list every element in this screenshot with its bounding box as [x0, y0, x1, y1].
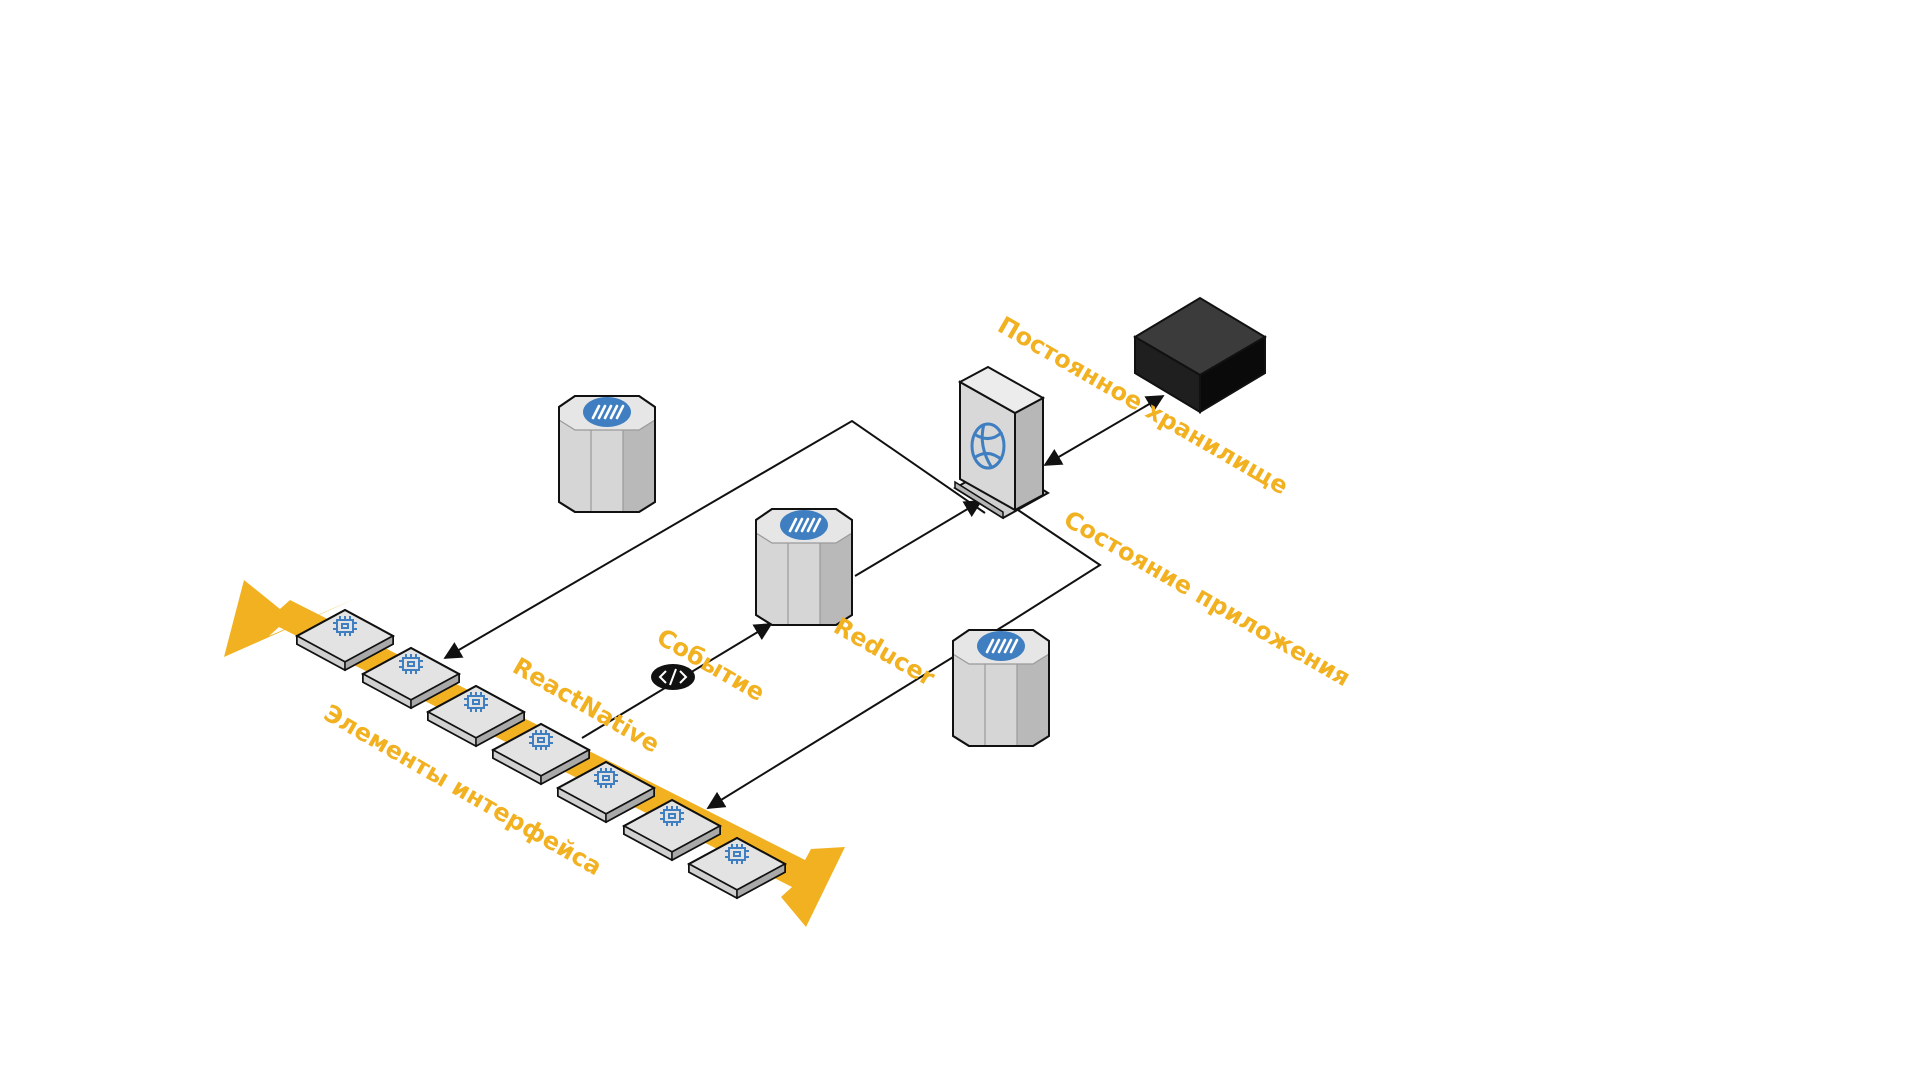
state-to-ui-arrow-top [443, 419, 986, 659]
storage-sync-arrow [1043, 395, 1165, 466]
state-to-lower-node-line [1009, 509, 1102, 623]
store-node-top [557, 394, 657, 514]
globe-icon [970, 422, 1006, 470]
code-brackets-icon [658, 668, 688, 686]
reducer-node [754, 507, 854, 627]
event-badge [651, 664, 695, 690]
persistent-storage-node [1133, 296, 1267, 414]
label-reducer: Reducer [829, 612, 940, 692]
label-app-state: Состояние приложения [1059, 505, 1355, 692]
server-node [953, 365, 1050, 520]
state-node-bottom [951, 628, 1051, 748]
reducer-to-server-arrow [854, 500, 983, 577]
